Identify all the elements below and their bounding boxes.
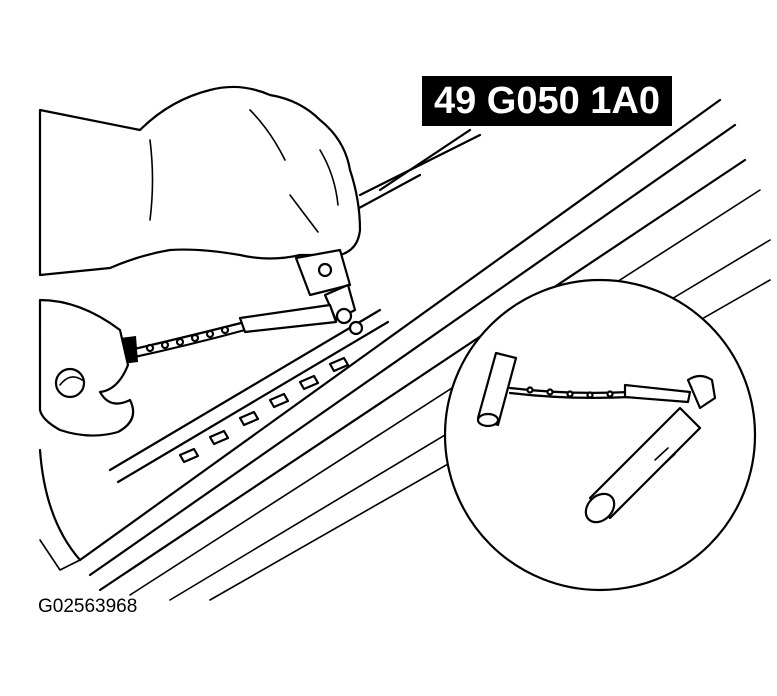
hand-illustration — [38, 85, 362, 277]
lower-hand — [38, 298, 135, 437]
label-leader-line — [378, 128, 472, 192]
weatherstrip-channel — [108, 308, 390, 484]
part-number-label: 49 G050 1A0 — [422, 76, 672, 126]
figure-id: G02563968 — [38, 596, 138, 617]
inset-detail — [443, 278, 757, 592]
